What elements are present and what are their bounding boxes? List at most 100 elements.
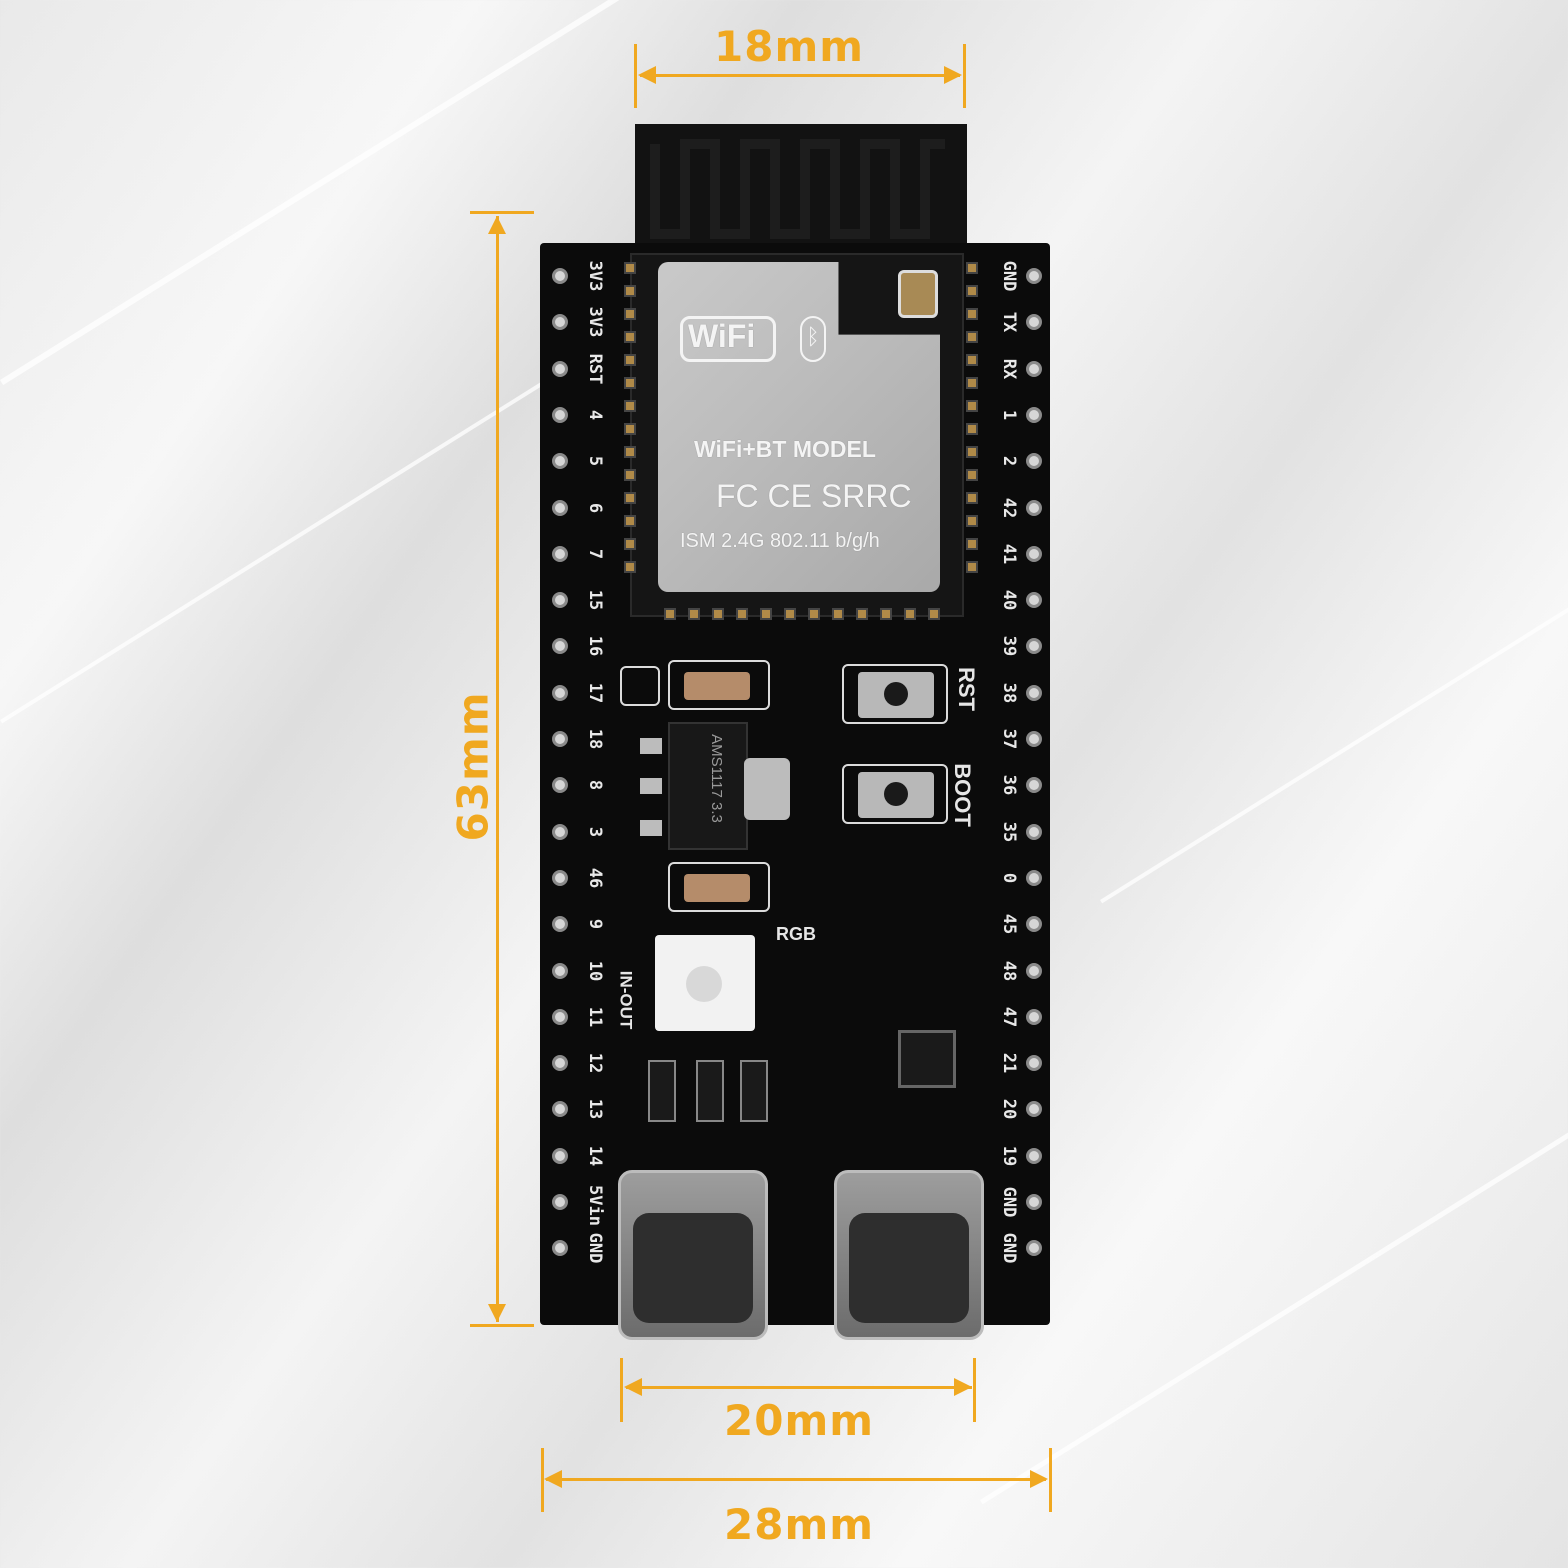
- module-pad: [966, 354, 978, 366]
- right-pin-label: GND: [999, 260, 1019, 292]
- right-pin-label: 39: [999, 636, 1019, 657]
- left-pin-label: 8: [585, 780, 605, 791]
- ipex-connector: [898, 270, 938, 318]
- module-cert-text: FC CE SRRC: [716, 478, 912, 514]
- regulator-pin: [640, 778, 662, 794]
- right-header-pin: [1026, 268, 1042, 284]
- background-streak: [0, 349, 596, 724]
- left-header-pin: [552, 1101, 568, 1118]
- module-pad: [966, 446, 978, 458]
- left-pin-label: GND: [585, 1232, 605, 1264]
- right-pin-label: 38: [999, 682, 1019, 703]
- dim-width-label: 28mm: [724, 1500, 874, 1549]
- left-pin-label: 10: [585, 960, 605, 981]
- background-streak: [980, 1129, 1568, 1505]
- right-pin-label: 48: [999, 960, 1019, 981]
- right-header-pin: [1026, 777, 1042, 794]
- right-pin-label: 21: [999, 1052, 1019, 1074]
- dim-height-line: [496, 216, 499, 1322]
- usb-c-port-right[interactable]: [834, 1170, 984, 1340]
- right-pin-label: 35: [999, 821, 1019, 842]
- usb-bridge-chip: [898, 1030, 956, 1088]
- module-pad: [966, 469, 978, 481]
- right-pin-label: 42: [999, 497, 1019, 518]
- rgb-led-lens: [686, 966, 722, 1002]
- module-pad: [624, 308, 636, 320]
- left-header-pin: [552, 360, 568, 377]
- module-pad: [624, 469, 636, 481]
- left-pin-label: 15: [585, 589, 605, 611]
- module-pad: [966, 262, 978, 274]
- left-pin-label: 3V3: [585, 306, 605, 338]
- module-pad: [966, 377, 978, 389]
- dim-width-arrow-left: [544, 1470, 562, 1488]
- right-header-pin: [1026, 499, 1042, 516]
- right-pin-label: GND: [999, 1232, 1019, 1264]
- left-header-pin: [552, 823, 568, 840]
- right-pin-label: 20: [999, 1099, 1019, 1120]
- module-pad: [664, 608, 676, 620]
- capacitor: [684, 672, 750, 700]
- usb-c-port-left[interactable]: [618, 1170, 768, 1340]
- regulator-pin: [640, 738, 662, 754]
- bluetooth-icon: ᛒ: [800, 316, 826, 362]
- module-pad: [624, 561, 636, 573]
- wifi-logo: [680, 316, 776, 362]
- module-pad: [624, 285, 636, 297]
- left-header-pin: [552, 268, 568, 284]
- diode: [740, 1060, 768, 1122]
- module-pad: [712, 608, 724, 620]
- left-header-pin: [552, 499, 568, 516]
- right-pin-label: GND: [999, 1186, 1019, 1218]
- right-header-pin: [1026, 360, 1042, 377]
- module-pad: [624, 446, 636, 458]
- dim-top-line: [640, 74, 960, 77]
- left-header-pin: [552, 545, 568, 562]
- dim-usb-line: [626, 1386, 972, 1389]
- module-pad: [784, 608, 796, 620]
- dim-usb-arrow-left: [624, 1378, 642, 1396]
- dim-usb-tick-left: [620, 1358, 623, 1422]
- boot-button-outline: [842, 764, 948, 824]
- boot-button-cap[interactable]: [884, 782, 908, 806]
- right-header-pin: [1026, 684, 1042, 701]
- rst-button-cap[interactable]: [884, 682, 908, 706]
- module-pad: [966, 308, 978, 320]
- dim-width-line: [546, 1478, 1046, 1481]
- left-header-pin: [552, 1055, 568, 1072]
- module-pad: [624, 377, 636, 389]
- left-pin-label: 6: [585, 502, 605, 513]
- module-pad: [966, 561, 978, 573]
- left-header-pin: [552, 731, 568, 747]
- left-pin-label: 5: [585, 456, 605, 467]
- module-pad: [928, 608, 940, 620]
- left-header-pin: [552, 592, 568, 609]
- module-pad: [904, 608, 916, 620]
- left-pin-label: 14: [585, 1145, 605, 1166]
- dim-width-tick-left: [541, 1448, 544, 1512]
- module-pad: [624, 515, 636, 527]
- in-out-label: IN-OUT: [616, 970, 636, 1030]
- right-pin-label: RX: [999, 358, 1019, 379]
- right-header-pin: [1026, 545, 1042, 562]
- dim-top-label: 18mm: [714, 22, 864, 71]
- right-pin-label: 19: [999, 1145, 1019, 1166]
- right-header-pin: [1026, 823, 1042, 840]
- left-header-pin: [552, 916, 568, 933]
- right-pin-label: 1: [999, 409, 1019, 421]
- left-header-pin: [552, 869, 568, 886]
- dim-usb-arrow-right: [954, 1378, 972, 1396]
- module-pad: [624, 538, 636, 550]
- right-header-pin: [1026, 1055, 1042, 1072]
- right-header-pin: [1026, 453, 1042, 470]
- background-streak: [1100, 582, 1568, 904]
- module-pad: [624, 354, 636, 366]
- right-header-pin: [1026, 1101, 1042, 1118]
- module-pad: [966, 285, 978, 297]
- left-pin-label: 12: [585, 1052, 605, 1074]
- left-header-pin: [552, 1240, 568, 1257]
- pcb-antenna: [635, 124, 967, 264]
- module-pad: [966, 423, 978, 435]
- right-pin-label: TX: [999, 312, 1019, 333]
- left-pin-label: 7: [585, 548, 605, 559]
